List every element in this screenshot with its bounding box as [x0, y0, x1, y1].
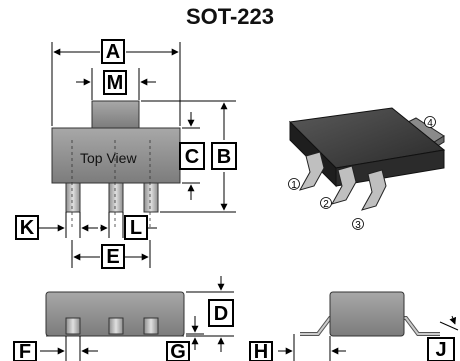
dim-l-label: L — [130, 217, 142, 239]
top-view-label: Top View — [80, 150, 137, 166]
dim-c-label: C — [185, 146, 199, 168]
side-view — [300, 291, 440, 337]
pin-3-label: 3 — [355, 220, 361, 231]
dim-d-box — [208, 299, 234, 327]
dim-e-label: E — [106, 246, 119, 268]
side-body — [329, 291, 405, 337]
dim-a-box — [101, 39, 125, 64]
dim-m-box — [103, 70, 127, 95]
dim-b-box — [211, 142, 237, 170]
dim-j-label: J — [435, 339, 446, 361]
dim-j-box — [427, 337, 455, 361]
top-lead-1 — [65, 182, 81, 213]
dim-f-label: F — [19, 341, 31, 361]
package-3d-view: 1 2 3 4 — [288, 107, 446, 231]
dim-h-label: H — [254, 341, 268, 361]
dim-e-box — [101, 244, 125, 269]
dim-k-box — [15, 215, 39, 240]
top-lead-3 — [143, 182, 159, 213]
top-lead-2 — [108, 182, 124, 213]
dim-l-box — [124, 215, 148, 240]
dim-a-label: A — [106, 41, 120, 63]
top-body — [51, 127, 181, 184]
pin-2-label: 2 — [323, 199, 329, 210]
dim-c-box — [179, 142, 205, 170]
dim-m-label: M — [107, 72, 124, 94]
pin-4-label: 4 — [427, 118, 433, 129]
dim-f-box — [13, 341, 37, 361]
dim-k-label: K — [20, 217, 35, 239]
diagram-title: SOT-223 — [185, 4, 275, 29]
front-view — [45, 291, 185, 337]
top-view: Top View — [51, 100, 181, 230]
dim-d-label: D — [214, 303, 228, 325]
pin-1-label: 1 — [291, 180, 297, 191]
dim-h-box — [249, 341, 273, 361]
dim-g-box — [166, 341, 190, 361]
top-tab — [91, 100, 140, 129]
dim-g-label: G — [170, 341, 186, 361]
dim-b-label: B — [217, 146, 231, 168]
